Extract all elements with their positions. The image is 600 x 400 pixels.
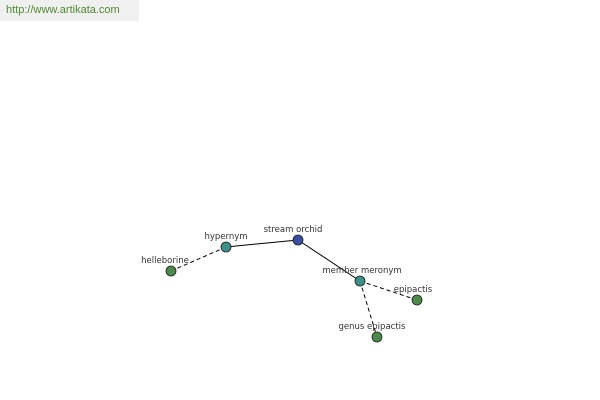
node-label-stream-orchid[interactable]: stream orchid [264, 225, 323, 235]
node-epipactis[interactable] [411, 294, 423, 306]
edge-member-meronym-to-genus-epipactis [359, 280, 378, 338]
edge-member-meronym-to-epipactis [359, 280, 418, 301]
node-label-epipactis[interactable]: epipactis [394, 285, 433, 295]
edge-hypernym-to-helleborine [170, 246, 227, 272]
nodes-layer [165, 234, 423, 343]
node-label-helleborine[interactable]: helleborine [141, 256, 189, 266]
node-stream-orchid[interactable] [292, 234, 304, 246]
node-label-member-meronym[interactable]: member meronym [322, 266, 401, 276]
node-member-meronym[interactable] [354, 275, 366, 287]
node-genus-epipactis[interactable] [371, 331, 383, 343]
node-helleborine[interactable] [165, 265, 177, 277]
node-hypernym[interactable] [220, 241, 232, 253]
labels-layer: stream orchid hypernym helleborine member m… [141, 225, 433, 332]
watermark-url: http://www.artikata.com [0, 0, 139, 21]
node-label-genus-epipactis[interactable]: genus epipactis [339, 322, 406, 332]
node-label-hypernym[interactable]: hypernym [204, 232, 247, 242]
edge-stream-orchid-to-hypernym [225, 239, 299, 248]
edges-layer [170, 239, 418, 338]
edge-stream-orchid-to-member-meronym [297, 239, 361, 282]
